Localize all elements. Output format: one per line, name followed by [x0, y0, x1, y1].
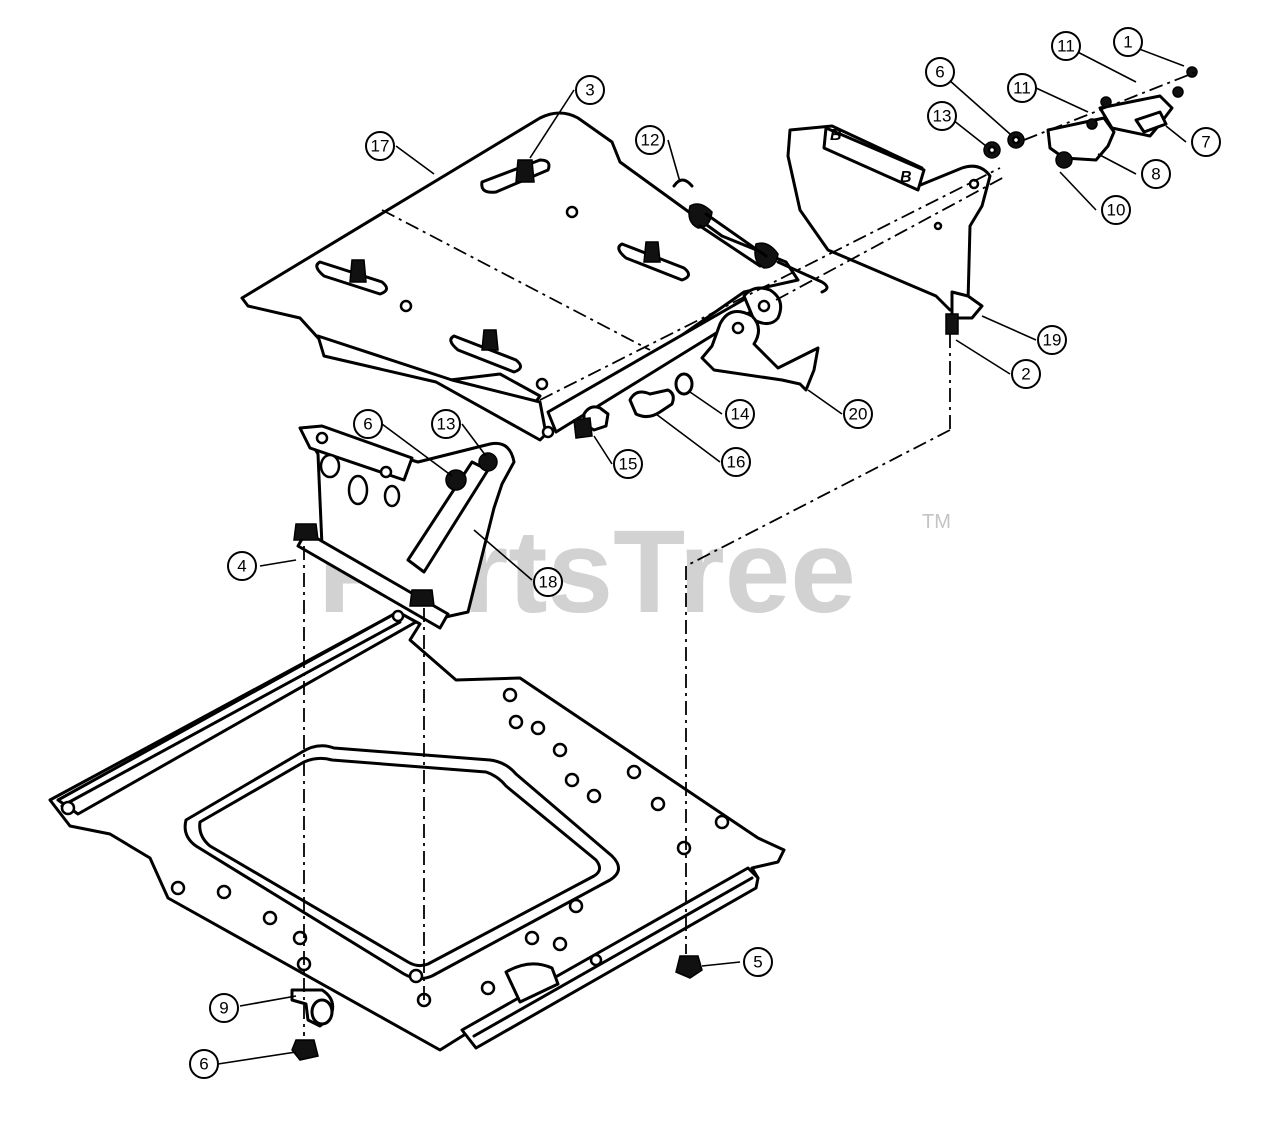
svg-text:7: 7: [1201, 133, 1210, 152]
svg-text:19: 19: [1043, 331, 1062, 350]
base-frame: [48, 609, 786, 1052]
svg-text:4: 4: [237, 557, 246, 576]
callout-15: 15: [613, 449, 643, 479]
callout-16: 16: [721, 447, 751, 477]
watermark-trademark: TM: [922, 511, 951, 533]
svg-text:12: 12: [641, 131, 660, 150]
svg-text:13: 13: [933, 107, 952, 126]
svg-text:11: 11: [1013, 79, 1031, 98]
svg-text:6: 6: [363, 415, 372, 434]
callout-13-left: 13: [431, 409, 461, 439]
svg-text:20: 20: [849, 405, 868, 424]
callout-6-top-right: 6: [925, 57, 955, 87]
callout-6-left: 6: [353, 409, 383, 439]
callout-7: 7: [1191, 127, 1221, 157]
callout-17: 17: [365, 131, 395, 161]
callout-8: 8: [1141, 159, 1171, 189]
seat-lever: [573, 310, 820, 439]
svg-text:1: 1: [1123, 33, 1132, 52]
callout-14: 14: [725, 399, 755, 429]
svg-text:2: 2: [1021, 365, 1030, 384]
seat-plate: [240, 111, 829, 442]
svg-text:6: 6: [935, 63, 944, 82]
callout-leaders: [217, 43, 1187, 1065]
callouts: 1 2 3 4 5 6 6 6 7 8 9 10 11 11 12 13 13 …: [189, 27, 1221, 1079]
assembly-lines: [303, 71, 1197, 1036]
callout-11-top: 11: [1051, 31, 1081, 61]
svg-text:16: 16: [727, 453, 746, 472]
callout-18: 18: [533, 567, 563, 597]
callout-5: 5: [743, 947, 773, 977]
svg-text:6: 6: [199, 1055, 208, 1074]
frame-holes: [170, 687, 730, 1008]
callout-11-mid: 11: [1007, 73, 1037, 103]
callout-2: 2: [1011, 359, 1041, 389]
svg-text:5: 5: [753, 953, 762, 972]
plate-mark-b2: B: [900, 169, 912, 186]
svg-text:9: 9: [219, 999, 228, 1018]
svg-text:8: 8: [1151, 165, 1160, 184]
svg-text:15: 15: [619, 455, 638, 474]
callout-6-bottom: 6: [189, 1049, 219, 1079]
callout-1: 1: [1113, 27, 1143, 57]
callout-12: 12: [635, 125, 665, 155]
callout-4: 4: [227, 551, 257, 581]
svg-text:13: 13: [437, 415, 456, 434]
svg-text:11: 11: [1057, 37, 1075, 56]
svg-text:14: 14: [731, 405, 750, 424]
svg-text:18: 18: [539, 573, 558, 592]
plate-mark-b1: B: [830, 127, 842, 144]
lower-hardware: [290, 955, 703, 1061]
svg-text:17: 17: [371, 137, 390, 156]
svg-text:3: 3: [585, 81, 594, 100]
callout-3: 3: [575, 75, 605, 105]
rear-bracket: B B: [786, 124, 992, 335]
callout-13-top-right: 13: [927, 101, 957, 131]
callout-10: 10: [1101, 195, 1131, 225]
callout-20: 20: [843, 399, 873, 429]
svg-text:10: 10: [1107, 201, 1126, 220]
callout-19: 19: [1037, 325, 1067, 355]
latch-hardware: [983, 66, 1198, 169]
left-bracket: [293, 424, 516, 630]
callout-9: 9: [209, 993, 239, 1023]
